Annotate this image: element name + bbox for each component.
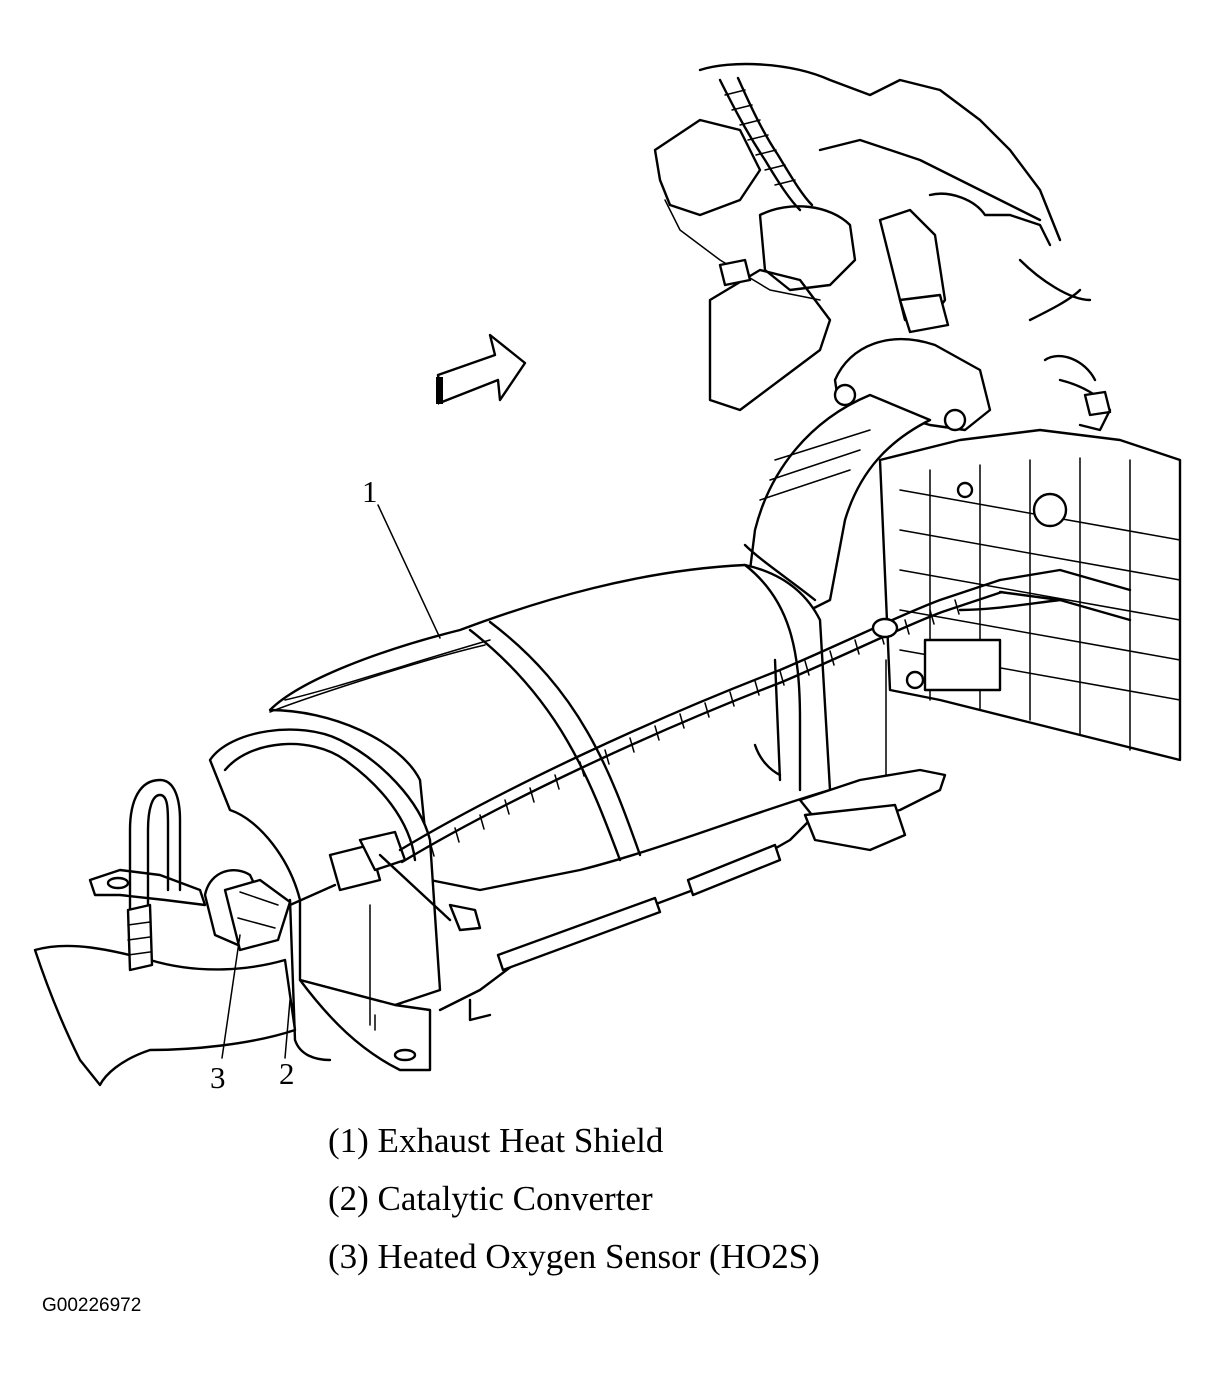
legend-item-oxygen-sensor: (3) Heated Oxygen Sensor (HO2S) (328, 1237, 820, 1276)
catalytic-converter-inlet-pipe (33, 778, 297, 1087)
exhaust-heat-shield-drawing (208, 563, 947, 1072)
front-direction-arrow (436, 333, 527, 405)
callout-leader-lines (221, 504, 441, 1059)
callout-2-catalytic-converter: 2 (279, 1056, 295, 1091)
heated-oxygen-sensor-drawing (203, 568, 1132, 952)
legend-item-catalytic-converter: (2) Catalytic Converter (328, 1179, 653, 1218)
exhaust-pipe-drawing (743, 338, 992, 622)
exhaust-system-illustration (33, 62, 1182, 1087)
callout-3-oxygen-sensor: 3 (210, 1060, 226, 1095)
figure-id: G00226972 (42, 1295, 142, 1316)
engine-block-drawing (653, 62, 1112, 432)
callout-1-exhaust-heat-shield: 1 (362, 474, 378, 509)
component-legend: (1) Exhaust Heat Shield (2) Catalytic Co… (328, 1120, 820, 1294)
legend-item-exhaust-heat-shield: (1) Exhaust Heat Shield (328, 1121, 664, 1160)
